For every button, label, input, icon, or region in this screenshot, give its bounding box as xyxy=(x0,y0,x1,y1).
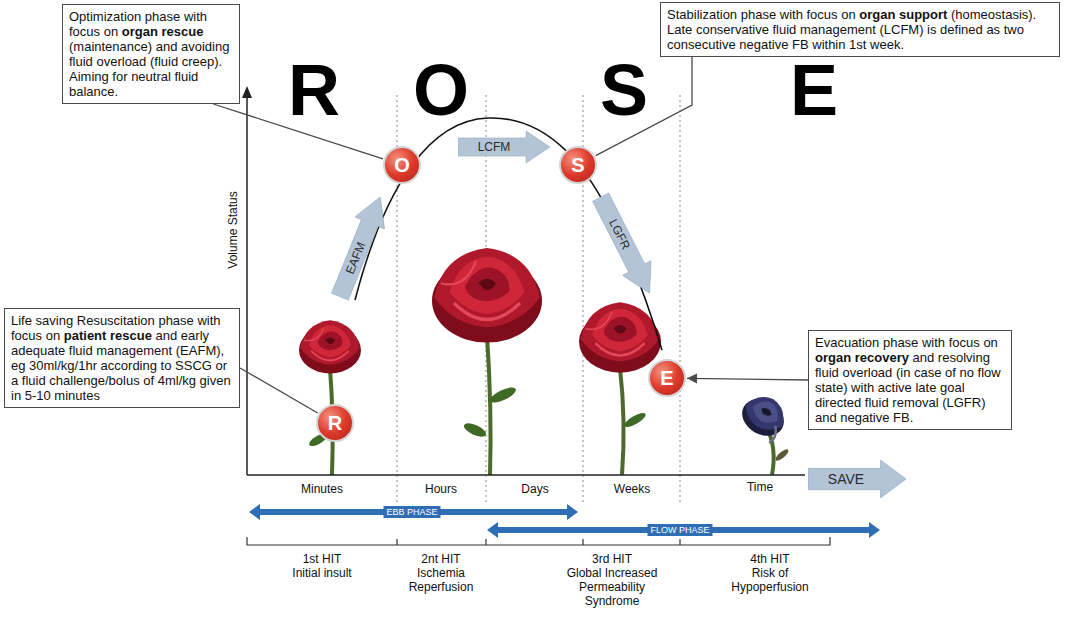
phase-letter: R xyxy=(328,413,342,433)
title-letter: R xyxy=(288,54,340,126)
rose xyxy=(579,302,661,373)
hit-label: 4th HIT xyxy=(722,552,818,566)
callout-text: patient rescue xyxy=(64,328,152,343)
block-arrow: SAVE xyxy=(808,460,906,498)
block-arrow: LGFR xyxy=(586,190,664,301)
time-axis xyxy=(247,474,805,476)
callout-text: organ support xyxy=(859,7,947,22)
rose-leaves xyxy=(307,385,790,463)
stem xyxy=(620,368,624,475)
axis-label: Time xyxy=(747,480,773,494)
title-letter: O xyxy=(413,54,469,126)
callout-pointer xyxy=(687,378,808,380)
arrow-body xyxy=(808,460,906,498)
bar-head xyxy=(869,522,880,538)
volume-axis xyxy=(242,86,805,475)
arrow-body xyxy=(458,131,550,163)
phase-letter: E xyxy=(660,368,673,388)
leaf xyxy=(462,420,488,439)
callout-text: (maintenance) and avoiding fluid overloa… xyxy=(69,39,229,99)
arrow-text: LCFM xyxy=(478,140,511,154)
hit-label: 2nt HIT xyxy=(399,552,483,566)
axis-label: Weeks xyxy=(614,482,650,496)
callout-box: Evacuation phase with focus on organ rec… xyxy=(808,330,1012,430)
phase-circle: O xyxy=(383,146,421,184)
axis-label: Minutes xyxy=(301,482,343,496)
phase-letter: S xyxy=(571,155,584,175)
rose-stems xyxy=(330,335,774,475)
axis-head xyxy=(242,86,252,98)
callout-box: Optimization phase with focus on organ r… xyxy=(62,4,240,104)
block-arrow: LCFM xyxy=(458,131,550,163)
title-letter: E xyxy=(790,54,838,126)
arrow-head xyxy=(687,373,697,383)
phase-circle: E xyxy=(648,359,686,397)
arrow-body xyxy=(325,191,395,303)
phase-divider xyxy=(397,95,680,503)
rose xyxy=(432,248,542,343)
bar-head xyxy=(249,504,260,520)
phase-circle: S xyxy=(559,146,597,184)
hit-label: Risk of Hypoperfusion xyxy=(722,566,818,594)
axis-label: Volume Status xyxy=(226,191,240,268)
callout-pointer xyxy=(240,368,318,413)
callout-box: Life saving Resuscitation phase with foc… xyxy=(4,308,240,408)
axis-line xyxy=(246,96,248,475)
phase-letter: O xyxy=(394,155,410,175)
callout-text: organ recovery xyxy=(815,350,909,365)
hit-label: Global Increased Permeability Syndrome xyxy=(566,566,658,608)
phase-name: FLOW PHASE xyxy=(647,524,712,536)
stem xyxy=(487,335,491,475)
leaf xyxy=(623,411,648,430)
rose xyxy=(299,320,361,373)
axis-label: Days xyxy=(521,482,548,496)
volume-curve xyxy=(355,118,662,350)
callout-text: Stabilization phase with focus on xyxy=(667,7,856,22)
leaf xyxy=(774,448,790,463)
phase-bar xyxy=(249,504,880,538)
hit-label: Ischemia Reperfusion xyxy=(399,566,483,594)
wilted-rose xyxy=(734,388,792,445)
phase-circle: R xyxy=(316,404,354,442)
hit-bracket xyxy=(247,537,830,545)
phase-name: EBB PHASE xyxy=(383,506,440,518)
bar-head xyxy=(487,522,498,538)
title-letter: S xyxy=(600,54,648,126)
arrow-text: SAVE xyxy=(828,471,864,487)
hit-label: 3rd HIT xyxy=(566,552,658,566)
arrow-body xyxy=(586,190,664,301)
callout-text: organ rescue xyxy=(122,24,204,39)
block-arrow: EAFM xyxy=(325,191,395,303)
callout-text: Evacuation phase with focus on xyxy=(815,335,998,350)
hit-label: 1st HIT xyxy=(267,552,377,566)
callout-box: Stabilization phase with focus on organ … xyxy=(660,2,1060,57)
divider-line xyxy=(680,95,681,503)
hit-label: Initial insult xyxy=(267,566,377,580)
leaf xyxy=(488,385,518,406)
bar-head xyxy=(567,504,578,520)
axis-label: Hours xyxy=(425,482,457,496)
